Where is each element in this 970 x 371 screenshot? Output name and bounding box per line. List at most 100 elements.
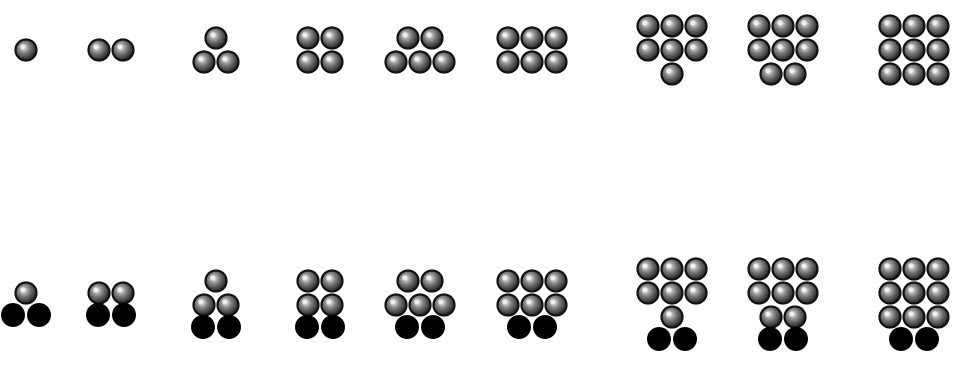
speckled-ball — [686, 283, 707, 304]
solid-black-ball — [507, 315, 531, 339]
ball-highlight — [198, 299, 203, 304]
speckled-ball — [546, 295, 567, 316]
ball-highlight — [414, 299, 419, 304]
ball-highlight — [302, 32, 307, 37]
speckled-ball — [797, 283, 818, 304]
ball-highlight — [690, 287, 695, 292]
shaded-ball — [298, 28, 319, 49]
shaded-ball — [498, 52, 519, 73]
ball-highlight — [908, 263, 913, 268]
shaded-ball — [904, 40, 925, 61]
ball-highlight — [326, 299, 331, 304]
ball-highlight — [642, 44, 647, 49]
speckled-ball — [398, 271, 419, 292]
ball-highlight — [326, 275, 331, 280]
speckled-ball — [638, 283, 659, 304]
ball-highlight — [753, 20, 758, 25]
shaded-ball — [218, 52, 239, 73]
solid-black-ball — [915, 327, 939, 351]
ball-highlight — [550, 56, 555, 61]
speckled-ball — [546, 271, 567, 292]
ball-highlight — [666, 263, 671, 268]
shaded-ball — [880, 40, 901, 61]
shaded-ball — [686, 40, 707, 61]
solid-black-ball — [889, 327, 913, 351]
solid-black-ball — [647, 327, 671, 351]
ball-highlight — [526, 299, 531, 304]
ball-group-top-5 — [386, 28, 455, 73]
solid-black-ball — [395, 315, 419, 339]
speckled-ball — [749, 259, 770, 280]
speckled-ball — [498, 271, 519, 292]
ball-highlight — [801, 287, 806, 292]
shaded-ball — [662, 64, 683, 85]
ball-group-bottom-7 — [638, 259, 707, 352]
speckled-ball — [16, 283, 37, 304]
ball-highlight — [222, 56, 227, 61]
speckled-ball — [880, 259, 901, 280]
ball-highlight — [908, 311, 913, 316]
ball-highlight — [884, 287, 889, 292]
ball-highlight — [753, 287, 758, 292]
ball-highlight — [302, 299, 307, 304]
ball-group-bottom-2 — [86, 283, 136, 328]
speckled-ball — [89, 283, 110, 304]
ball-highlight — [801, 20, 806, 25]
shaded-ball — [904, 64, 925, 85]
ball-highlight — [884, 20, 889, 25]
ball-highlight — [402, 32, 407, 37]
speckled-ball — [386, 295, 407, 316]
ball-highlight — [526, 56, 531, 61]
solid-black-ball — [533, 315, 557, 339]
ball-highlight — [884, 68, 889, 73]
shaded-ball — [546, 52, 567, 73]
ball-highlight — [690, 20, 695, 25]
ball-highlight — [326, 56, 331, 61]
speckled-ball — [522, 295, 543, 316]
shaded-ball — [298, 52, 319, 73]
ball-highlight — [666, 68, 671, 73]
speckled-ball — [522, 271, 543, 292]
ball-highlight — [666, 20, 671, 25]
ball-highlight — [222, 299, 227, 304]
ball-group-bottom-6 — [498, 271, 567, 340]
ball-highlight — [93, 44, 98, 49]
ball-highlight — [789, 311, 794, 316]
ball-group-top-2 — [89, 40, 134, 61]
ball-highlight — [932, 68, 937, 73]
ball-group-top-3 — [194, 28, 239, 73]
ball-highlight — [117, 44, 122, 49]
ball-highlight — [884, 311, 889, 316]
ball-group-top-1 — [16, 40, 37, 61]
ball-highlight — [765, 311, 770, 316]
shaded-ball — [522, 28, 543, 49]
shaded-ball — [89, 40, 110, 61]
ball-highlight — [690, 263, 695, 268]
speckled-ball — [218, 295, 239, 316]
shaded-ball — [928, 40, 949, 61]
ball-highlight — [502, 299, 507, 304]
row-top — [16, 16, 949, 85]
ball-highlight — [908, 287, 913, 292]
ball-highlight — [789, 68, 794, 73]
solid-black-ball — [86, 303, 110, 327]
ball-group-bottom-3 — [191, 271, 241, 340]
ball-highlight — [502, 32, 507, 37]
ball-highlight — [932, 287, 937, 292]
speckled-ball — [662, 283, 683, 304]
ball-group-bottom-1 — [1, 283, 51, 328]
shaded-ball — [638, 16, 659, 37]
speckled-ball — [773, 283, 794, 304]
ball-highlight — [932, 263, 937, 268]
ball-highlight — [777, 287, 782, 292]
solid-black-ball — [784, 327, 808, 351]
shaded-ball — [662, 16, 683, 37]
shaded-ball — [434, 52, 455, 73]
speckled-ball — [434, 295, 455, 316]
shaded-ball — [498, 28, 519, 49]
ball-group-top-6 — [498, 28, 567, 73]
shaded-ball — [546, 28, 567, 49]
speckled-ball — [686, 259, 707, 280]
solid-black-ball — [191, 315, 215, 339]
